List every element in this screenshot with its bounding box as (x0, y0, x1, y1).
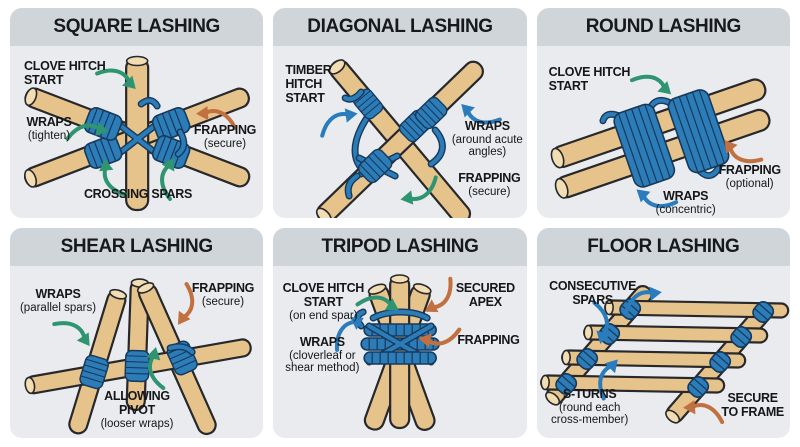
label-frapping: FRAPPING (457, 333, 520, 347)
arrow-wraps (52, 321, 90, 347)
panel-floor-lashing: FLOOR LASHING CO (536, 228, 790, 438)
panel-title: FLOOR LASHING (587, 236, 740, 257)
panel-title: TRIPOD LASHING (321, 236, 479, 257)
panel-header: SQUARE LASHING (10, 8, 264, 46)
panel-title: SHEAR LASHING (60, 236, 213, 257)
arrow-allowing-pivot (146, 346, 166, 391)
arrow-wraps (636, 189, 678, 209)
arrow-timber-hitch-start (320, 108, 358, 138)
label-frapping: FRAPPING(secure) (193, 123, 257, 150)
arrow-s-turns (597, 359, 618, 401)
panel-body: CLOVE HITCH START(on end spar) SECURED A… (273, 266, 526, 438)
label-allowing-pivot: ALLOWING PIVOT(looser wraps) (100, 389, 174, 430)
label-wraps: WRAPS(concentric) (655, 189, 716, 216)
round-lashing-illustration (550, 78, 771, 199)
arrow-frapping (724, 140, 763, 164)
tripod-lashing-illustration (354, 274, 441, 431)
panel-square-lashing: SQUARE LASHING CLOVE HITCH (10, 8, 264, 218)
label-frapping: FRAPPING(secure) (191, 281, 255, 308)
arrow-crossing-spar-right (160, 157, 175, 201)
panel-round-lashing: ROUND LASHING CLOVE HITCH START FRAPPING… (536, 8, 790, 218)
arrow-frapping (400, 175, 439, 205)
panel-diagonal-lashing: DIAGONAL LASHING TIMBER HITCH START WRAP… (273, 8, 527, 218)
label-consecutive-spars: CONSECUTIVE SPARS (549, 279, 637, 307)
label-wraps: WRAPS(cloverleaf or shear method) (285, 335, 360, 375)
panel-tripod-lashing: TRIPOD LASHING CLOVE HITCH START(on end … (273, 228, 527, 438)
panel-body: TIMBER HITCH START WRAPS(around acute an… (273, 46, 526, 218)
panel-body: CLOVE HITCH START WRAPS(tighten) FRAPPIN… (10, 46, 263, 218)
arrow-secure-to-frame (682, 400, 724, 425)
label-wraps: WRAPS(tighten) (26, 115, 72, 142)
label-crossing-spars: CROSSING SPARS (83, 187, 193, 201)
panel-body: CLOVE HITCH START FRAPPING(optional) WRA… (537, 46, 790, 218)
label-wraps: WRAPS(parallel spars) (19, 287, 97, 314)
arrow-wraps (335, 316, 365, 352)
panel-shear-lashing: SHEAR LASHING WRAPS(parallel spars) FRAP… (10, 228, 264, 438)
panel-header: SHEAR LASHING (10, 228, 264, 266)
label-clove-hitch-start: CLOVE HITCH START(on end spar) (282, 281, 365, 322)
panel-header: TRIPOD LASHING (273, 228, 527, 266)
arrow-frapping (177, 282, 195, 325)
arrow-wraps (461, 103, 503, 125)
floor-lashing-illustration (539, 285, 789, 424)
panel-body: CONSECUTIVE SPARS S-TURNS(round each cro… (537, 266, 790, 438)
arrow-clove-hitch-start (629, 74, 671, 95)
arrow-consecutive-spars-right (623, 286, 662, 316)
panel-title: SQUARE LASHING (53, 16, 220, 37)
panel-header: FLOOR LASHING (536, 228, 790, 266)
label-wraps: WRAPS(around acute angles) (451, 119, 523, 159)
arrow-secured-apex (425, 276, 453, 313)
arrow-clove-hitch-start (95, 68, 136, 90)
panel-title: ROUND LASHING (585, 16, 742, 37)
arrow-clove-hitch-start (355, 295, 400, 311)
arrow-frapping (418, 327, 462, 348)
label-s-turns: S-TURNS(round each cross-member) (551, 387, 629, 427)
arrow-wraps (65, 121, 109, 141)
arrow-crossing-spar-left (99, 158, 128, 197)
panel-title: DIAGONAL LASHING (307, 16, 493, 37)
label-frapping: FRAPPING(optional) (718, 163, 781, 190)
label-secured-apex: SECURED APEX (455, 281, 515, 309)
arrow-frapping (196, 106, 238, 131)
panel-body: WRAPS(parallel spars) FRAPPING(secure) A… (10, 266, 263, 438)
shear-lashing-illustration (24, 278, 252, 436)
label-timber-hitch-start: TIMBER HITCH START (285, 63, 332, 105)
label-frapping: FRAPPING(secure) (458, 171, 521, 198)
label-clove-hitch-start: CLOVE HITCH START (548, 65, 631, 93)
arrow-consecutive-spars-down (592, 300, 610, 345)
label-clove-hitch-start: CLOVE HITCH START (24, 59, 106, 87)
label-secure-to-frame: SECURE TO FRAME (721, 391, 784, 419)
square-lashing-illustration (24, 55, 251, 212)
panel-header: ROUND LASHING (536, 8, 790, 46)
panel-header: DIAGONAL LASHING (273, 8, 527, 46)
